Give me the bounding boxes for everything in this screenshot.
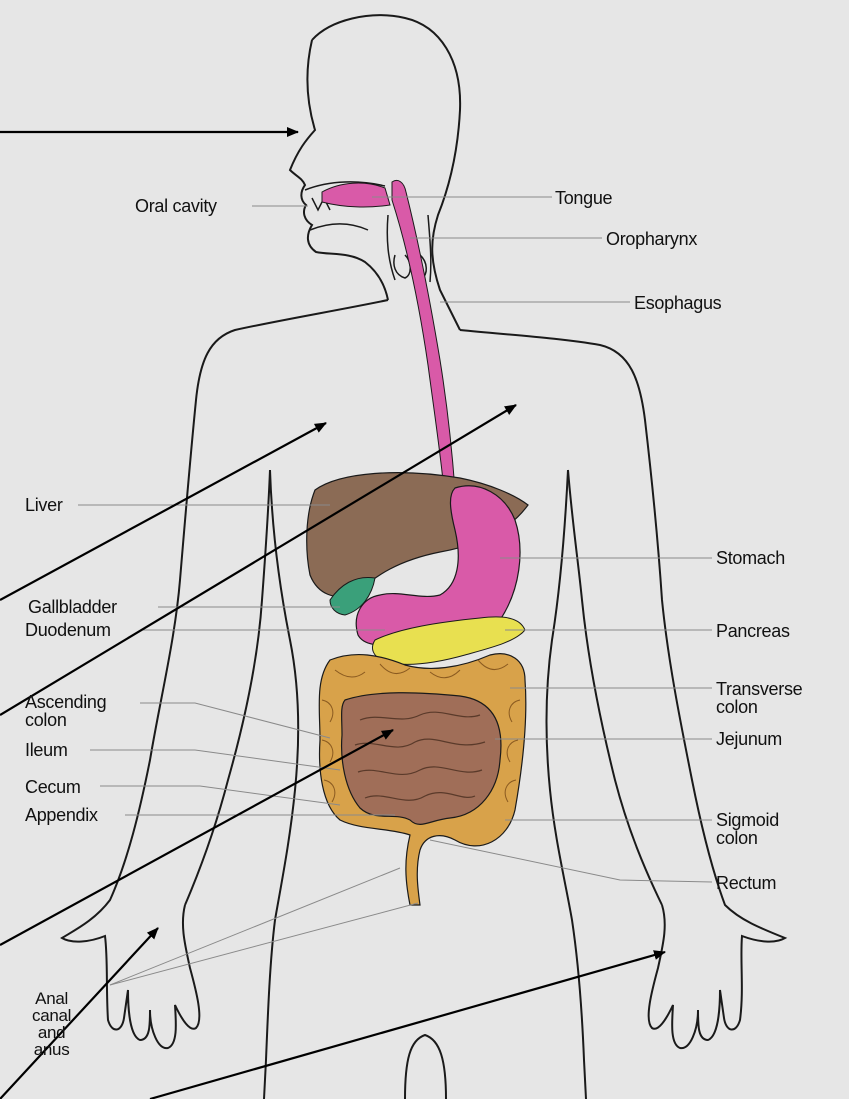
organs: [307, 180, 528, 905]
small-intestine-shape: [342, 693, 501, 825]
label-anal-canal: Anal canal and anus: [32, 990, 71, 1058]
label-ascending-colon: Ascending colon: [25, 693, 106, 729]
label-appendix: Appendix: [25, 806, 98, 824]
head-outline: [312, 15, 460, 330]
label-esophagus: Esophagus: [634, 294, 721, 312]
arrow-right-hand: [150, 952, 665, 1099]
label-gallbladder: Gallbladder: [28, 598, 117, 616]
label-rectum: Rectum: [716, 874, 776, 892]
label-tongue: Tongue: [555, 189, 612, 207]
label-cecum: Cecum: [25, 778, 81, 796]
body-outline: [62, 15, 785, 1099]
arrow-small-intestine: [0, 730, 393, 945]
leader-lines: [78, 197, 712, 985]
label-oral-cavity: Oral cavity: [135, 197, 217, 215]
label-transverse-colon: Transverse colon: [716, 680, 802, 716]
inner-legs: [405, 1035, 446, 1099]
label-ileum: Ileum: [25, 741, 68, 759]
label-stomach: Stomach: [716, 549, 785, 567]
label-sigmoid-colon: Sigmoid colon: [716, 811, 779, 847]
face-profile: [290, 40, 388, 300]
right-torso: [546, 470, 586, 1099]
label-jejunum: Jejunum: [716, 730, 782, 748]
label-liver: Liver: [25, 496, 63, 514]
label-pancreas: Pancreas: [716, 622, 790, 640]
label-oropharynx: Oropharynx: [606, 230, 697, 248]
esophagus-shape: [392, 180, 455, 490]
tongue-shape: [322, 183, 390, 207]
arrow-left-hand: [0, 928, 158, 1099]
label-duodenum: Duodenum: [25, 621, 111, 639]
left-inner-arm: [185, 470, 270, 905]
